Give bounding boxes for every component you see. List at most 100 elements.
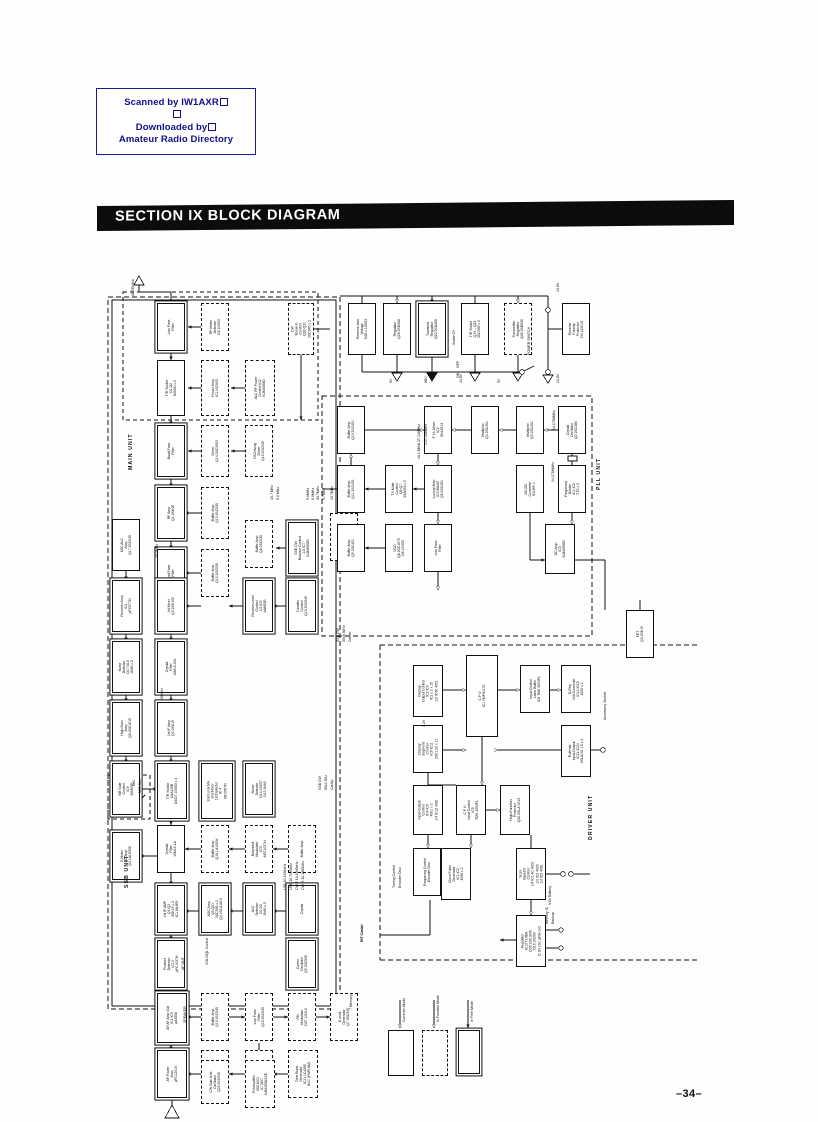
- block-label-line: NJM4558D: [562, 540, 567, 558]
- legend-box-free-mode: [458, 1030, 480, 1074]
- block-label-line: D4/D7 1SS63 x 4: [174, 777, 179, 805]
- block-label-line: Q28 Q31: [303, 322, 308, 336]
- block-label-line: Q9 2SC535: [304, 955, 309, 973]
- block-label-line: Q3 2SC451: [530, 421, 534, 439]
- block-label-line: D28 x 1SS53: [364, 318, 369, 340]
- block-label-line: D 1N 1S1 μPW-1s2: [537, 926, 542, 956]
- block-label-line: Filter: [171, 447, 175, 455]
- block-label-line: μPC1037H: [175, 955, 180, 973]
- legend-label-free-mode: In Free Mode: [470, 1001, 474, 1022]
- block-label-line: MI0SU x 2: [173, 380, 178, 396]
- block-label-line: Buffer Amp: [299, 840, 304, 858]
- page-number: –34–: [676, 1088, 703, 1100]
- block-label-line: IC8 TMS 4094PL: [537, 675, 542, 703]
- block-label-line: 4096 x 2: [460, 867, 465, 881]
- diagram-caption: 8BV: [424, 376, 428, 383]
- diagram-caption: 14.1786MHz: [551, 462, 555, 482]
- diagram-caption: 14.1786MHz: [552, 410, 556, 430]
- diagram-caption: 7 Memory: [349, 994, 353, 1010]
- block-label-line: NJM4558D: [306, 539, 311, 557]
- diagram-caption: 50.7MHz: [316, 485, 320, 500]
- unit-label-main-unit: MAIN UNIT: [128, 433, 134, 470]
- block-label-line: Q4 2SLA1815: [219, 898, 224, 920]
- block-label-line: TTS x 2: [576, 483, 581, 495]
- diagram-caption: RIT Circuit: [360, 925, 364, 942]
- diagram-caption: 13.8V: [556, 373, 560, 383]
- block-label-line: μPC577H: [128, 598, 133, 614]
- block-label-line: Q7 2SC945: [346, 1008, 351, 1026]
- diagram-caption: ON: [456, 372, 460, 378]
- block-label-line: IN C (PWR AM): [307, 1062, 312, 1086]
- block-label-line: μA4558: [174, 1012, 179, 1024]
- diagram-caption: 9.0 MHz: [276, 486, 280, 500]
- block-label-line: Q14 2SC2953: [215, 440, 219, 462]
- diagram-caption: 455kHz: [160, 688, 164, 700]
- block-label-line: Q15 2SC945: [261, 441, 266, 461]
- block-label-line: D6 1SV50: [401, 540, 406, 556]
- block-label-line: 1N60 x 2: [263, 902, 268, 916]
- legend-label-common-mode: Common Mode: [402, 997, 406, 1022]
- block-label-line: 2SC945 x 2: [307, 320, 312, 338]
- block-label-line: 2SC1 20 x 11: [434, 738, 439, 760]
- diagram-caption: AF OUT: [181, 957, 185, 970]
- block-label-line: IC1 TMP81175: [482, 684, 486, 708]
